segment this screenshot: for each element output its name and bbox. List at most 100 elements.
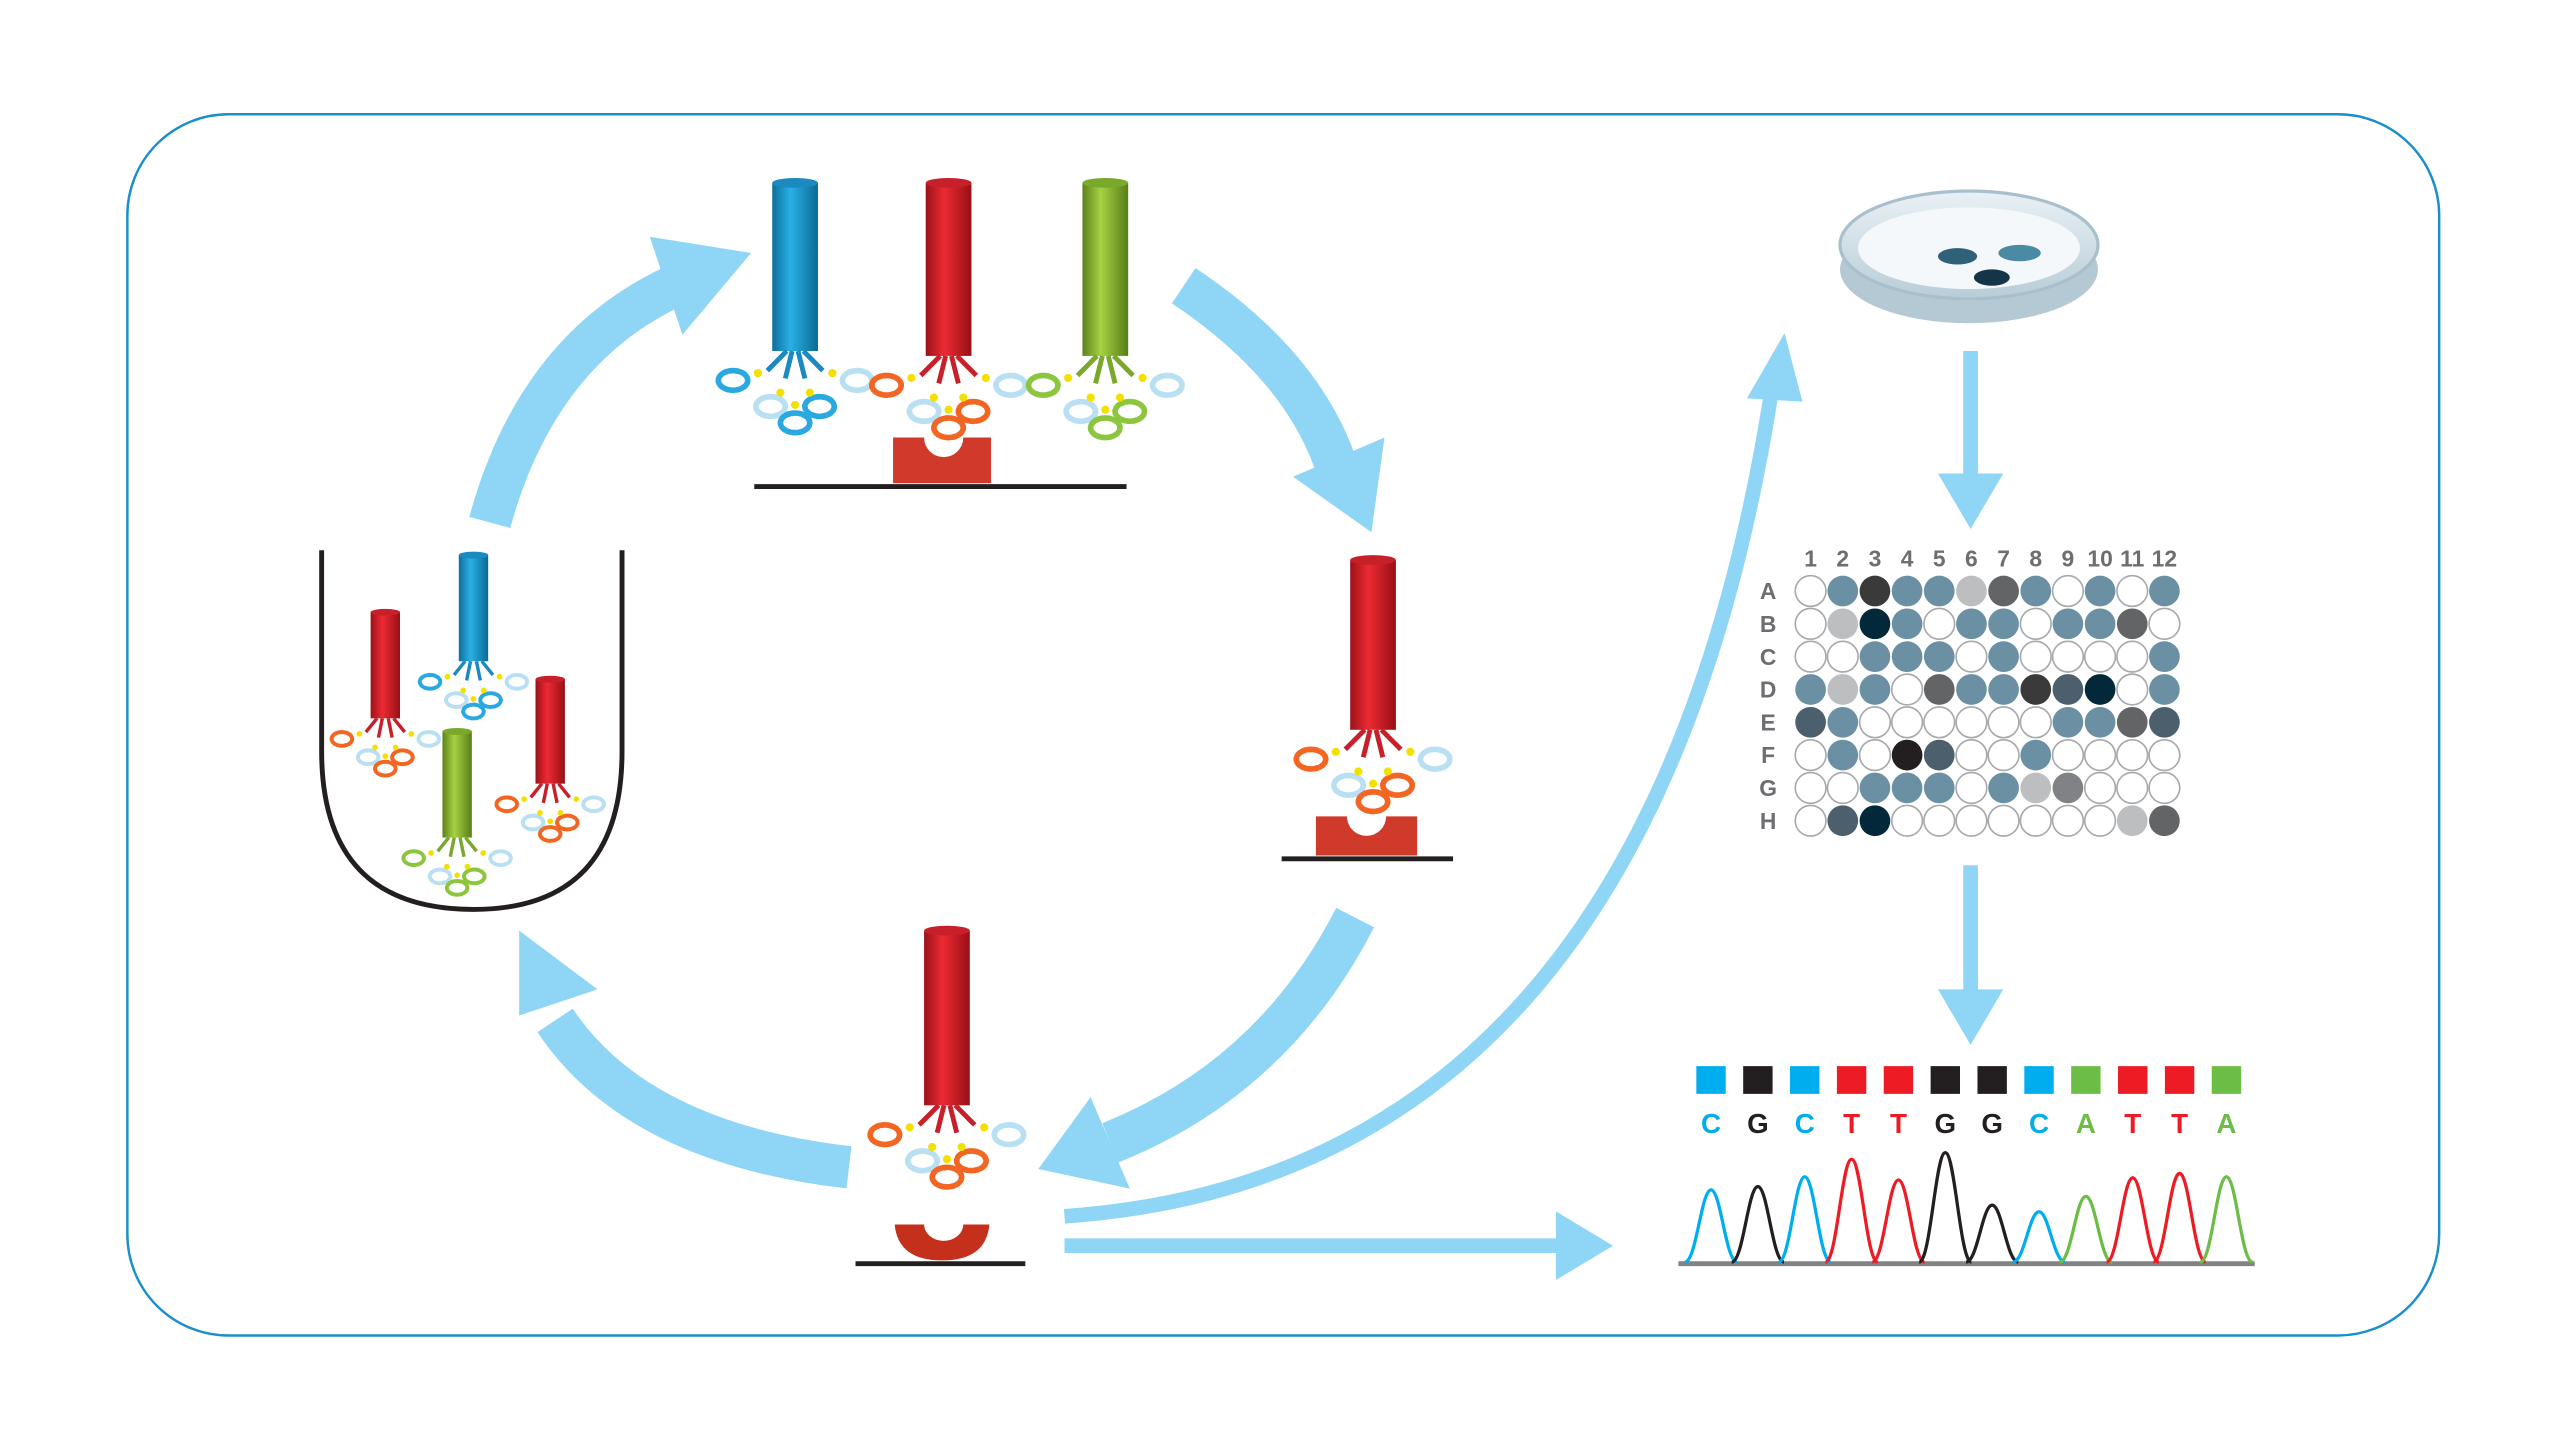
binding-bead: [942, 1155, 952, 1164]
binding-bead: [1368, 779, 1378, 788]
phage-library-red-1: [329, 608, 442, 778]
phage-cap: [1082, 177, 1129, 188]
plate-well-C5: [1923, 641, 1955, 672]
plate-well-F6: [1955, 738, 1988, 772]
plate-well-F7: [1987, 738, 2020, 772]
peptide-loop: [1112, 398, 1148, 425]
plate-well-C7: [1988, 641, 2019, 672]
plate-well-H7: [1987, 804, 2020, 837]
phage-library-green: [401, 728, 513, 897]
plate-well-H5: [1923, 804, 1956, 837]
peptide-loop: [416, 730, 442, 748]
plate-column-label: 4: [1901, 546, 1914, 572]
peptide-loop: [991, 1122, 1027, 1148]
peptide-loop: [802, 393, 838, 420]
plate-well-E1: [1795, 706, 1826, 738]
plate-well-A2: [1827, 575, 1859, 607]
binding-bead: [557, 809, 564, 816]
plate-well-D6: [1956, 674, 1987, 705]
binding-bead: [547, 818, 554, 825]
chromatogram-peak-T: [2105, 1176, 2160, 1264]
base-letter: C: [2029, 1108, 2049, 1139]
peptide-loop: [777, 410, 813, 436]
phage-leg: [364, 717, 379, 734]
binding-bead: [428, 850, 434, 856]
arrow-elution-to-amplify: [519, 930, 852, 1189]
phage-cap: [924, 925, 970, 936]
plate-well-E6: [1955, 706, 1988, 739]
arrow-head: [1937, 473, 2004, 529]
peptide-loop: [839, 367, 875, 394]
base-color-square: [1836, 1066, 1867, 1094]
phage-leg: [448, 837, 456, 858]
phage-leg: [1360, 729, 1373, 758]
phage-leg: [1093, 355, 1105, 384]
peptide-loop: [444, 878, 470, 897]
chromatogram-peak-G: [1730, 1184, 1785, 1264]
plate-column-label: 3: [1869, 546, 1882, 572]
binding-bead: [372, 744, 378, 751]
colony: [1973, 269, 2010, 286]
plate-well-E4: [1890, 706, 1924, 739]
plate-row-label: C: [1760, 644, 1777, 670]
peptide-loop: [868, 372, 905, 398]
plate-column-label: 10: [2087, 546, 2112, 572]
base-letter: T: [2171, 1108, 2188, 1139]
plate-well-E10: [2084, 706, 2116, 738]
base-color-square: [2024, 1066, 2054, 1094]
peptide-loop: [462, 867, 487, 886]
binding-bead: [470, 696, 477, 702]
binding-bead: [356, 730, 363, 737]
binding-bead: [521, 796, 528, 802]
plate-well-F11: [2116, 738, 2149, 772]
binding-bead: [776, 388, 785, 397]
plate-well-D11: [2116, 673, 2149, 706]
plate-well-F2: [1827, 739, 1859, 771]
arrow-to-sequencing: [1064, 1211, 1614, 1280]
phage-body: [535, 679, 565, 784]
phage-body: [458, 555, 489, 662]
binding-bead: [907, 373, 916, 383]
binding-bead: [1354, 767, 1363, 776]
peptide-loop: [906, 398, 942, 425]
phage-cap: [772, 177, 818, 188]
plate-well-E12: [2149, 706, 2180, 738]
base-letter: G: [1981, 1108, 2003, 1139]
chromatogram-peak-A: [2058, 1194, 2113, 1264]
phage-body: [925, 182, 972, 356]
peptide-loop: [520, 813, 546, 832]
plate-well-B4: [1891, 608, 1923, 640]
peptide-loop: [904, 1148, 940, 1174]
plate-well-B11: [2116, 608, 2148, 640]
phage-leg: [1105, 355, 1118, 384]
base-letter: C: [1795, 1108, 1815, 1139]
plate-well-A10: [2084, 575, 2116, 607]
base-letter: A: [2216, 1108, 2236, 1139]
phage-leg: [464, 660, 473, 681]
plate-well-H11: [2116, 805, 2148, 837]
phage-leg: [765, 349, 789, 373]
phage-body: [370, 612, 400, 719]
arrow-to-petri-dish: [1063, 333, 1803, 1224]
phage-top-red: [868, 177, 1029, 441]
peptide-loop: [427, 867, 453, 886]
peptide-loop: [373, 759, 398, 778]
phage-leg: [1111, 354, 1135, 378]
binding-bead: [408, 730, 415, 737]
binding-bead: [444, 863, 450, 870]
peptide-loop: [329, 730, 355, 748]
plate-well-H10: [2083, 804, 2117, 837]
binding-bead: [957, 1142, 966, 1152]
peptide-loop: [929, 1164, 965, 1190]
plate-well-H3: [1859, 805, 1891, 837]
peptide-loop: [955, 398, 991, 425]
phage-leg: [386, 718, 394, 738]
phage-leg: [529, 782, 544, 799]
plate-well-F1: [1794, 738, 1827, 772]
arrow-head: [1746, 333, 1803, 402]
plate-well-G4: [1891, 772, 1923, 804]
phage-library-blue: [417, 551, 530, 721]
binding-bead: [480, 687, 487, 694]
phage-leg: [1373, 729, 1386, 758]
